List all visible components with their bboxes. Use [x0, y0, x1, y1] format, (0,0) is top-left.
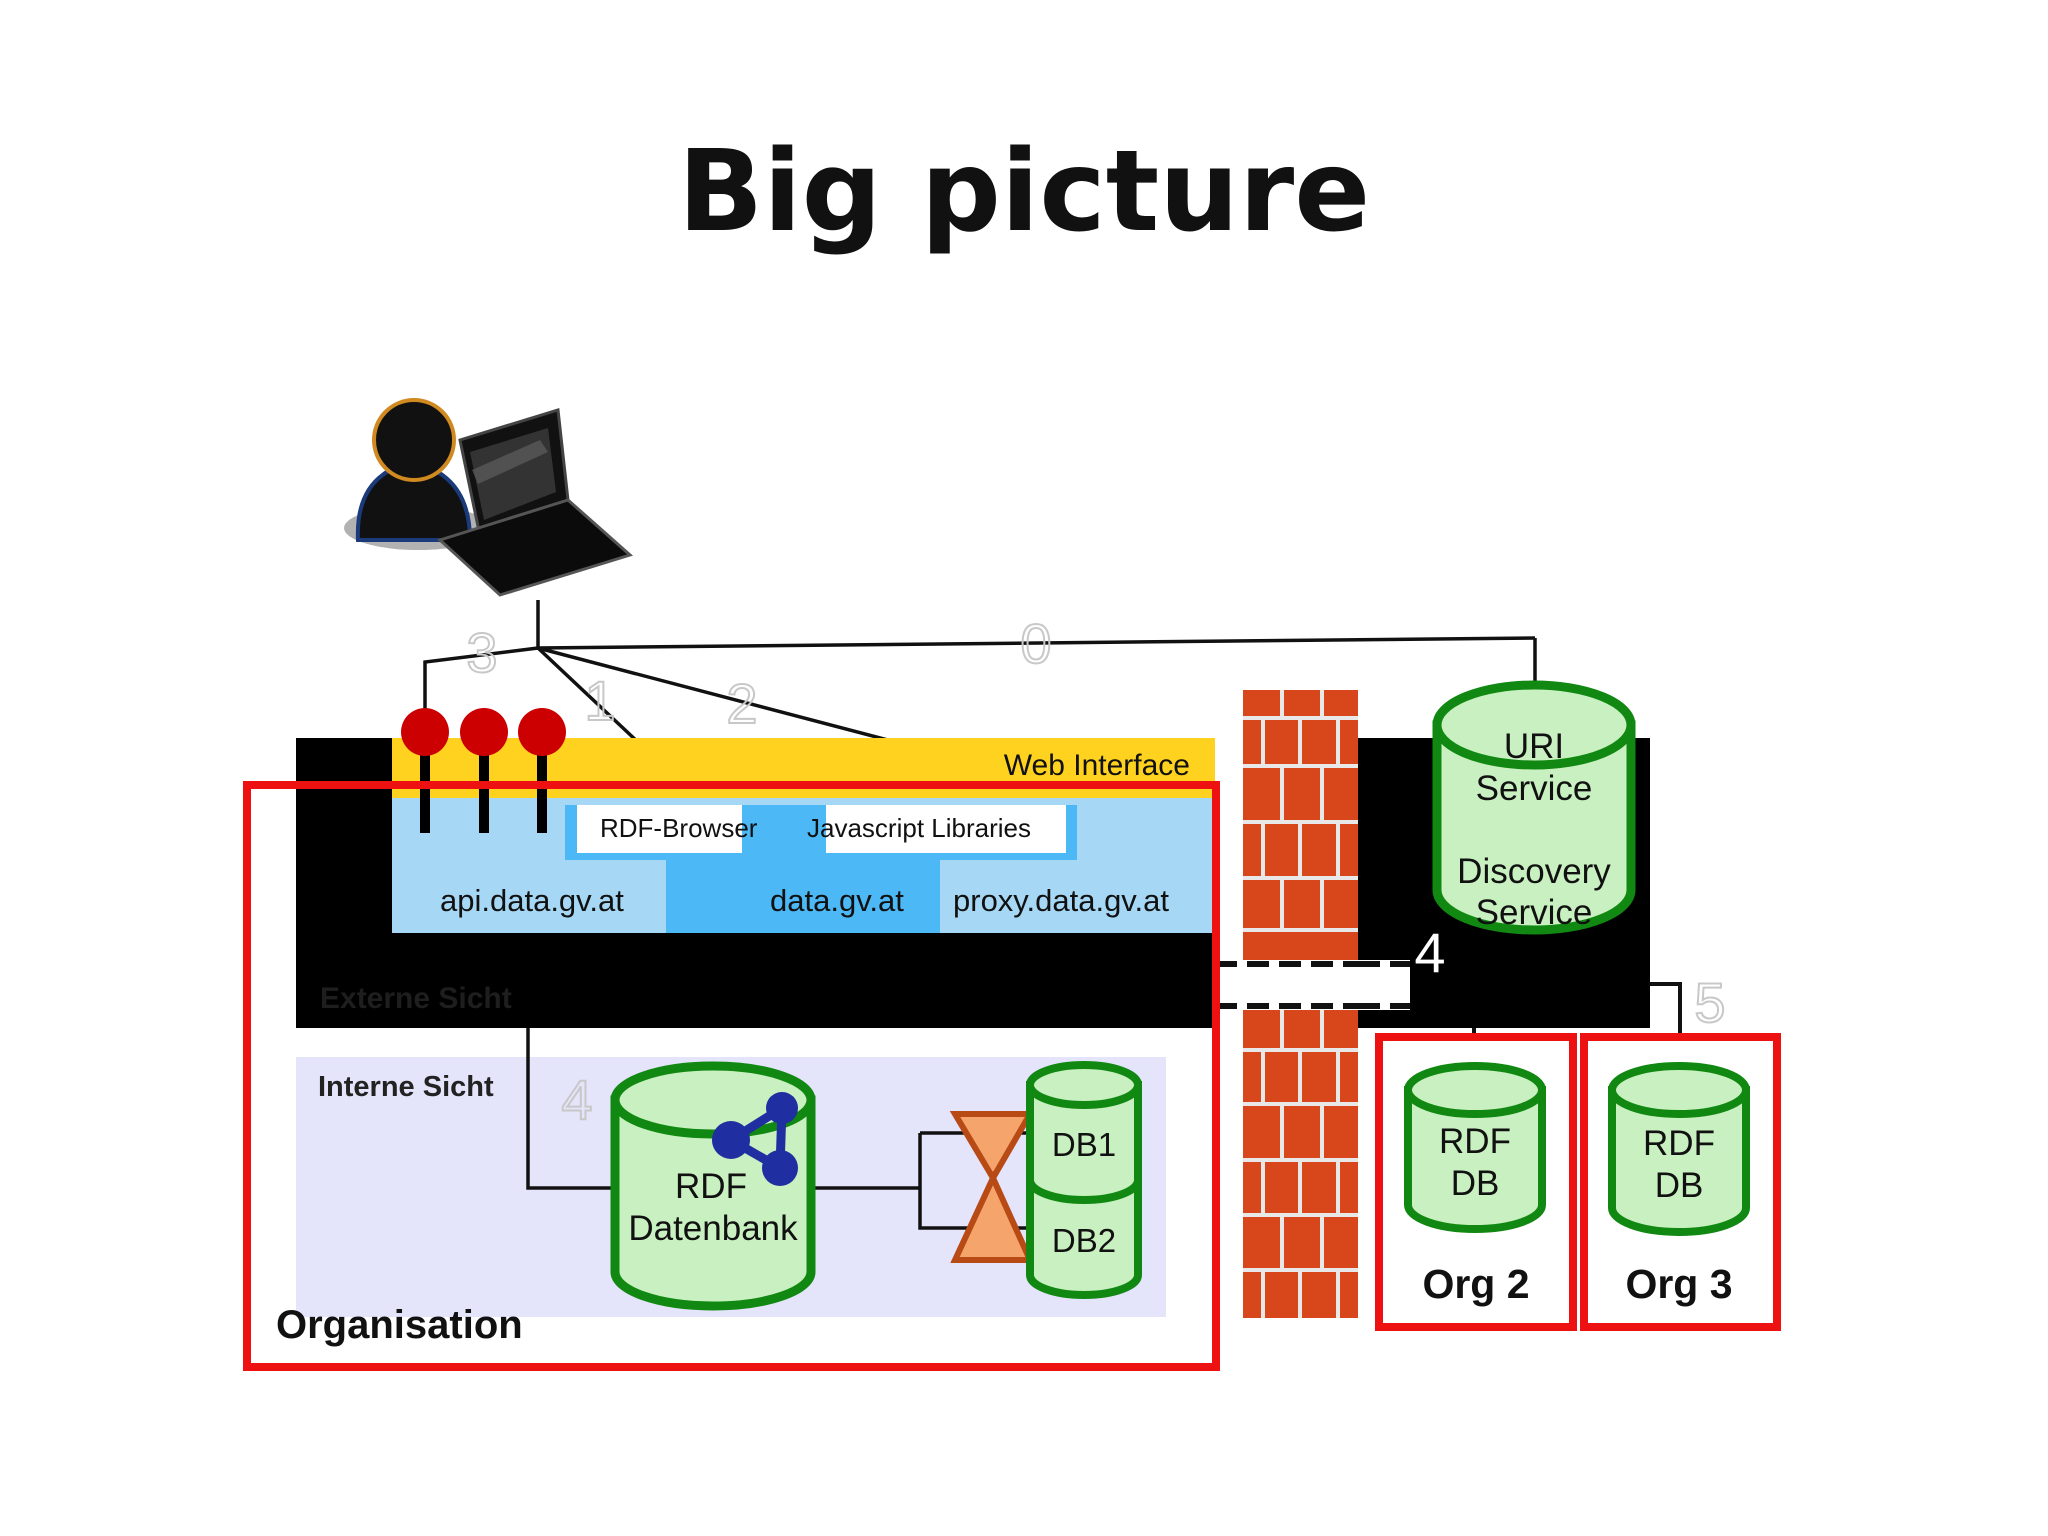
uri-discovery-service-cylinder[interactable]: URI Service Discovery Service: [1432, 680, 1636, 935]
externe-sicht-label: Externe Sicht: [320, 982, 512, 1015]
proxy-domain-label: proxy.data.gv.at: [953, 883, 1169, 918]
connection-number-4-tunnel: 4: [1414, 921, 1445, 984]
org2-label: Org 2: [1422, 1261, 1529, 1307]
rdf-datenbank-label-2: Datenbank: [628, 1209, 798, 1248]
connection-number-1: 1: [584, 669, 615, 732]
rdf-datenbank-label-1: RDF: [675, 1167, 747, 1206]
db1-label: DB1: [1052, 1126, 1116, 1163]
rdf-browser-box[interactable]: [577, 805, 742, 853]
rdf-graph-icon: [712, 1092, 798, 1186]
org2-db-label-2: DB: [1451, 1164, 1500, 1203]
user-icon: [344, 398, 492, 550]
connection-number-0: 0: [1020, 612, 1051, 675]
data-domain-label: data.gv.at: [770, 883, 904, 918]
slide-title: Big picture: [678, 127, 1370, 257]
organisation-label: Organisation: [276, 1303, 523, 1347]
connection-number-5: 5: [1694, 971, 1725, 1034]
organisation-frame[interactable]: [243, 781, 1220, 1371]
connection-number-4-internal: 4: [561, 1068, 592, 1131]
org2-db-label-1: RDF: [1439, 1122, 1511, 1161]
db-cylinder-stack[interactable]: DB1 DB2: [1026, 1061, 1142, 1299]
org3-label: Org 3: [1625, 1261, 1732, 1307]
connection-number-2: 2: [726, 672, 757, 735]
connection-numbers: 0 1 2 3 4 5: [465, 611, 1726, 1132]
sync-hourglass-icon: [949, 1111, 1036, 1263]
uri-service-label-2: Service: [1476, 769, 1593, 808]
uri-service-label-1: URI: [1504, 727, 1564, 766]
db2-label: DB2: [1052, 1222, 1116, 1259]
org3-db-label-2: DB: [1655, 1166, 1704, 1205]
interne-sicht-label: Interne Sicht: [318, 1071, 494, 1103]
js-libraries-label: Javascript Libraries: [807, 813, 1031, 843]
org2-rdf-db-cylinder[interactable]: RDF DB: [1404, 1062, 1546, 1233]
js-libraries-box[interactable]: [826, 805, 1066, 853]
org3-rdf-db-cylinder[interactable]: RDF DB: [1608, 1062, 1750, 1236]
org3-db-label-1: RDF: [1643, 1124, 1715, 1163]
discovery-service-label-2: Service: [1476, 893, 1593, 932]
pin-icon: [401, 708, 566, 833]
web-interface-label: Web Interface: [1004, 749, 1190, 782]
connection-number-3: 3: [466, 621, 497, 684]
discovery-service-label-1: Discovery: [1457, 852, 1611, 891]
rdf-browser-label: RDF-Browser: [600, 813, 758, 843]
data-domain-area: [666, 858, 940, 933]
laptop-icon: [437, 408, 633, 597]
api-domain-label: api.data.gv.at: [440, 883, 624, 918]
